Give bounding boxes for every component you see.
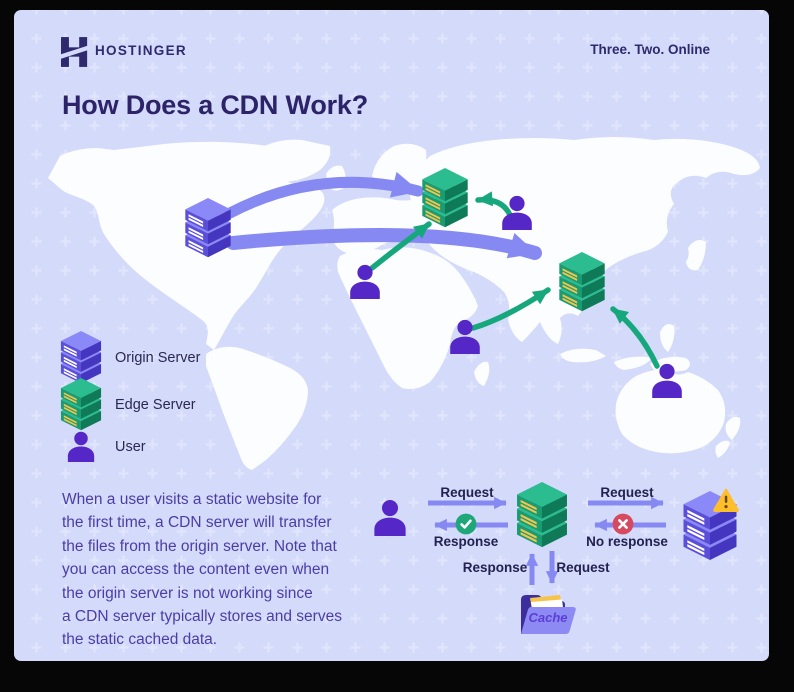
world-map xyxy=(48,137,760,470)
brand-tagline: Three. Two. Online xyxy=(590,42,710,57)
page-title: How Does a CDN Work? xyxy=(62,90,369,120)
edge-server-asia-icon xyxy=(559,252,605,312)
flow-label-request-cache: Request xyxy=(556,560,610,575)
brand-wordmark: HOSTINGER xyxy=(95,43,187,58)
edge-server-europe-icon xyxy=(422,168,468,228)
flow-label-request-user: Request xyxy=(440,485,494,500)
check-icon xyxy=(455,513,477,535)
cdn-diagram-scene: .sv-green{--srv-top:#2BBD90;--srv-left:#… xyxy=(14,10,769,661)
origin-server-icon xyxy=(185,198,231,258)
russia-user-to-europe-edge-arrow xyxy=(475,191,513,218)
legend-edge-server-icon xyxy=(60,378,102,431)
description-text: When a user visits a static website for … xyxy=(62,491,342,649)
australia-user-to-asia-edge-arrow xyxy=(610,306,660,369)
flow-label-request-origin: Request xyxy=(600,485,654,500)
east-africa-user-to-asia-edge-arrow xyxy=(470,287,551,331)
legend-label-user: User xyxy=(115,439,146,455)
origin-to-europe-edge-arrow xyxy=(224,171,424,219)
flow-edge-server-icon xyxy=(517,482,567,548)
error-icon xyxy=(612,513,634,535)
legend-origin-server-icon xyxy=(60,331,102,384)
cache-folder-label: Cache xyxy=(528,610,568,625)
flow-label-response-cache: Response xyxy=(462,560,528,575)
legend-label-edge-server: Edge Server xyxy=(115,397,196,413)
flow-label-no-response: No response xyxy=(586,534,668,549)
africa-user-to-europe-edge-arrow xyxy=(369,221,432,271)
infographic-card: .sv-green{--srv-top:#2BBD90;--srv-left:#… xyxy=(14,10,769,661)
legend-label-origin-server: Origin Server xyxy=(115,350,201,366)
origin-to-asia-edge-arrow xyxy=(226,228,542,260)
flow-label-response-user: Response xyxy=(433,534,499,549)
